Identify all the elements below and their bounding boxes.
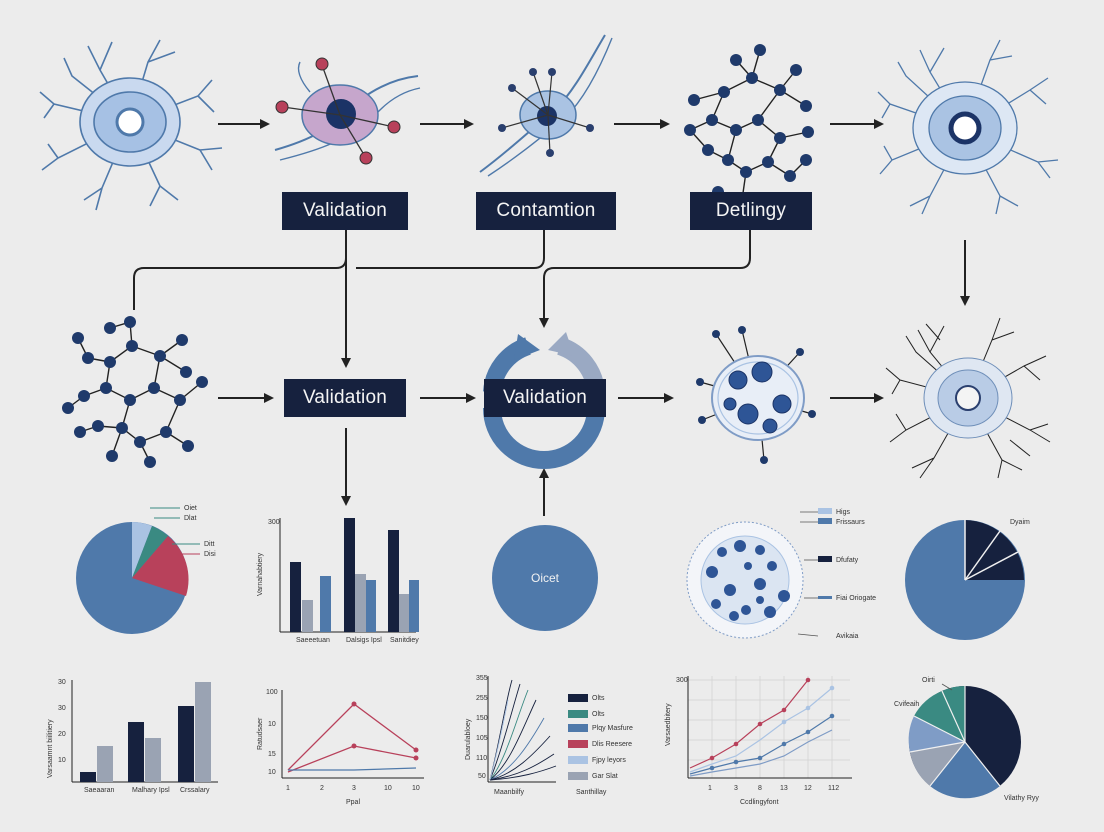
line-right-xtick-2: 3: [734, 785, 738, 792]
bar-mid-ytick-1: 300: [268, 519, 280, 526]
line-small-ytick-3: 15: [268, 751, 276, 758]
neuron-icon-2: [275, 58, 420, 164]
dots-legend-1: Higs: [836, 509, 851, 516]
bar-chart-middle: 300 Varnahabtiery Saeeetuan Dalsigs Ipsl…: [257, 518, 419, 644]
pie-br-left-label: Cvifeaih: [894, 701, 919, 708]
line-small-xtick-3: 3: [352, 785, 356, 792]
pie-br-bottom-label: Vilathy Ryy: [1004, 795, 1039, 802]
validation-box-top: Validation: [282, 192, 408, 230]
line-small-ytick-2: 10: [268, 721, 276, 728]
line-small-ytick-1: 100: [266, 689, 278, 696]
spag-ytick-2: 255: [476, 695, 488, 702]
bar-mid-ylabel: Varnahabtiery: [257, 552, 264, 596]
pie-chart-left: Oiet Dlat Ditt Disi: [76, 505, 216, 634]
neuron-icon-1: [40, 40, 222, 210]
bar-bl-cat-3: Crssalary: [180, 787, 210, 794]
spaghetti-chart: 355 255 150 105 110 50 Duarulabloey Maan…: [465, 675, 633, 796]
spag-legend-5: Fjpy leyors: [592, 757, 626, 764]
spag-legend-1: Olts: [592, 695, 605, 702]
contamination-box: Contamtion: [476, 192, 616, 230]
validation-box-cycle: Validation: [484, 379, 606, 417]
cell-dots-illustration: Higs Frissaurs Dfufaty Fiai Oriogate Avi…: [687, 508, 876, 640]
line-right-xtick-3: 8: [758, 785, 762, 792]
bar-bl-ylabel: Varsaamnt biilitiery: [47, 719, 54, 778]
line-right-xtick-4: 13: [780, 785, 788, 792]
bar-bl-ytick-4: 10: [58, 757, 66, 764]
neuron-icon-5: [878, 40, 1058, 214]
bar-bl-ytick-1: 30: [58, 679, 66, 686]
dots-legend-2: Frissaurs: [836, 519, 865, 526]
line-right-xtick-1: 1: [708, 785, 712, 792]
line-chart-small: 100 10 15 10 Ratudsaer 1 2 3 10 10 Ppal: [257, 689, 424, 806]
pie-br-top-label: Oirti: [922, 677, 935, 684]
pie-chart-right: Dyaim: [905, 519, 1030, 640]
bar-chart-bottom-left: 30 30 20 10 Varsaamnt biilitiery Saeaara…: [47, 679, 218, 794]
spag-ytick-4: 105: [476, 735, 488, 742]
molecule-network-icon-1: [684, 44, 814, 206]
line-chart-right: 300 Varsaedbitery 1 3 8 13 12 112 Ccdlin…: [665, 676, 852, 806]
line-small-xtick-1: 1: [286, 785, 290, 792]
line-small-xtick-4: 10: [384, 785, 392, 792]
molecule-network-icon-2: [62, 316, 208, 468]
dots-legend-4: Fiai Oriogate: [836, 595, 876, 602]
line-small-ytick-4: 10: [268, 769, 276, 776]
spag-ytick-3: 150: [476, 715, 488, 722]
neuron-icon-6: [886, 318, 1050, 478]
bar-bl-ytick-2: 30: [58, 705, 66, 712]
pie-left-legend-4: Disi: [204, 551, 216, 558]
line-small-xlabel: Ppal: [346, 799, 360, 806]
connector-lines: [134, 230, 750, 516]
validation-box-middle: Validation: [284, 379, 406, 417]
spag-ytick-6: 50: [478, 773, 486, 780]
bar-bl-cat-2: Malhary Ipsl: [132, 787, 170, 794]
line-right-xtick-6: 112: [828, 785, 839, 792]
spag-legend-6: Gar Slat: [592, 773, 618, 780]
line-right-xlabel: Ccdlingyfont: [740, 799, 779, 806]
bar-mid-cat-3: Sanitdiey: [390, 637, 419, 644]
center-circle-label: Oicet: [531, 571, 560, 585]
spag-legend-4: Dlis Reesere: [592, 741, 632, 748]
line-small-xtick-2: 2: [320, 785, 324, 792]
neuron-icon-3: [480, 35, 612, 176]
spag-ytick-1: 355: [476, 675, 488, 682]
pie-chart-bottom-right: Oirti Cvifeaih Vilathy Ryy: [894, 677, 1039, 802]
bar-bl-cat-1: Saeaaran: [84, 787, 114, 794]
pie-left-legend-1: Oiet: [184, 505, 197, 512]
detlingy-box: Detlingy: [690, 192, 812, 230]
spag-legend-3: Plqy Masfure: [592, 725, 633, 732]
pie-left-legend-3: Ditt: [204, 541, 215, 548]
spag-xlabel-1: Maanbilfy: [494, 789, 524, 796]
line-right-ylabel: Varsaedbitery: [665, 703, 672, 746]
bar-mid-cat-2: Dalsigs Ipsl: [346, 637, 382, 644]
spag-ylabel: Duarulabloey: [465, 718, 472, 760]
bar-mid-cat-1: Saeeetuan: [296, 637, 330, 644]
spag-xlabel-2: Santhillay: [576, 789, 607, 796]
sphere-cluster-icon: [696, 326, 816, 464]
line-right-ytick-1: 300: [676, 677, 688, 684]
spag-legend-2: Olts: [592, 711, 605, 718]
line-small-xtick-5: 10: [412, 785, 420, 792]
pie-right-label: Dyaim: [1010, 519, 1030, 526]
dots-legend-5: Avikaia: [836, 633, 859, 640]
spag-ytick-5: 110: [476, 755, 487, 762]
dots-legend-3: Dfufaty: [836, 557, 859, 564]
center-circle: Oicet: [492, 525, 598, 631]
line-small-ylabel: Ratudsaer: [257, 717, 264, 750]
bar-bl-ytick-3: 20: [58, 731, 66, 738]
line-right-xtick-5: 12: [804, 785, 812, 792]
pie-left-legend-2: Dlat: [184, 515, 197, 522]
